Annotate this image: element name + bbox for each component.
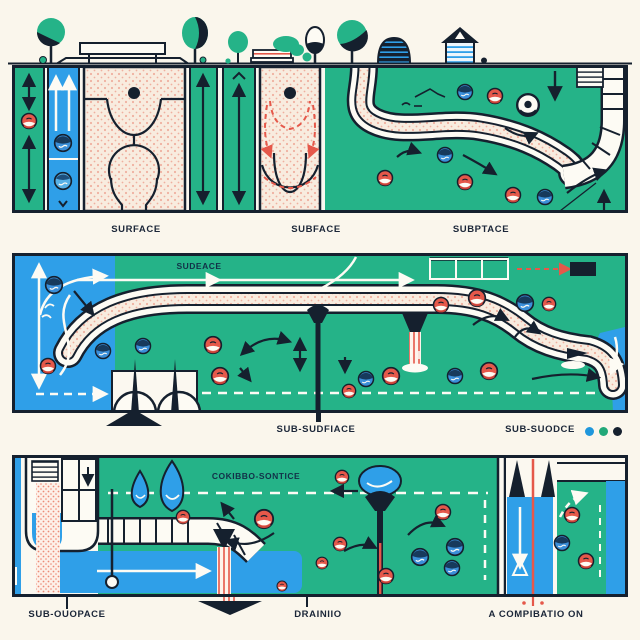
panel3-gap-decor xyxy=(66,597,544,615)
panel-border xyxy=(12,253,628,413)
mountain-icon xyxy=(401,88,446,107)
blue-channel-strip xyxy=(47,66,80,212)
standpipe-cell xyxy=(506,455,555,597)
panel2-gap-decor xyxy=(106,413,321,426)
tree-icon xyxy=(182,17,208,64)
top-decor-strip xyxy=(8,17,632,65)
percolation-column xyxy=(36,483,60,593)
panel2-label-left: SUB-SUDFIACE xyxy=(276,424,356,435)
legend-dot-black xyxy=(613,427,622,436)
red-dashed-funnel-zone xyxy=(258,65,322,213)
egg-tree-icon xyxy=(305,26,325,63)
spire-pedestal xyxy=(106,413,162,426)
panel3-inner-label: COKIBBO-SONTICE xyxy=(211,471,301,481)
legend-dot-green xyxy=(599,427,608,436)
panel-border xyxy=(12,455,628,597)
legend-dot-blue xyxy=(585,427,594,436)
infiltration-funnel-zone xyxy=(82,65,187,213)
pebble-icon xyxy=(481,57,487,64)
bridge-arch-icon xyxy=(112,359,202,413)
tree-icon xyxy=(337,20,368,63)
outflow-cell xyxy=(553,455,625,597)
panel3-label-right: A COMPIBATIO ON xyxy=(488,609,584,620)
panel-border xyxy=(12,65,628,213)
hatch-block xyxy=(576,66,604,88)
flow-arrows xyxy=(220,483,446,552)
tree-icon xyxy=(225,31,248,64)
ladder-channel xyxy=(561,65,626,190)
subsurface-channel-zone xyxy=(325,65,626,212)
tree-icon xyxy=(36,18,65,64)
green-strip-bidirectional-flow xyxy=(13,66,45,212)
lamp-stub xyxy=(316,413,321,422)
street-lamp-icon xyxy=(365,491,395,597)
house-icon xyxy=(441,27,479,65)
panel-surface xyxy=(12,65,628,213)
panel1-label-mid: SUBFACE xyxy=(291,224,341,235)
winding-channel xyxy=(346,65,587,187)
panel2-inner-label: SUDEACE xyxy=(176,261,222,271)
drain-stream xyxy=(217,547,231,597)
picnic-table-icon xyxy=(79,42,166,63)
panel-subsurface xyxy=(12,253,628,413)
funnel-icon xyxy=(402,313,428,373)
inlet-block xyxy=(570,262,596,276)
panel3-label-left: SUB-OUOPACE xyxy=(28,609,106,620)
green-strip-flow xyxy=(189,66,256,212)
red-drip-marks xyxy=(522,597,544,606)
water-splash-icon xyxy=(130,459,185,513)
ground-line xyxy=(8,57,632,65)
street-lamp-icon xyxy=(307,305,329,413)
panel-combination xyxy=(12,455,628,597)
panel1-label-right: SUBPTACE xyxy=(452,224,510,235)
flow-arrows xyxy=(73,290,602,383)
bush-icon xyxy=(273,36,312,62)
surface-court-outline xyxy=(319,256,509,291)
panel3-label-mid: DRAINIIO xyxy=(294,609,342,620)
flag-icon xyxy=(561,348,588,369)
water-flow-arrows xyxy=(30,262,625,403)
topiary-icon xyxy=(376,36,412,65)
bench-icon xyxy=(250,49,294,64)
panel2-label-right: SUB-SUODCE xyxy=(505,424,575,435)
flow-arrows xyxy=(396,127,612,212)
panel1-label-left: SURFACE xyxy=(111,224,161,235)
catch-basin xyxy=(15,455,100,593)
big-drain-arrow xyxy=(198,601,262,615)
probe-rod-icon xyxy=(105,489,119,589)
